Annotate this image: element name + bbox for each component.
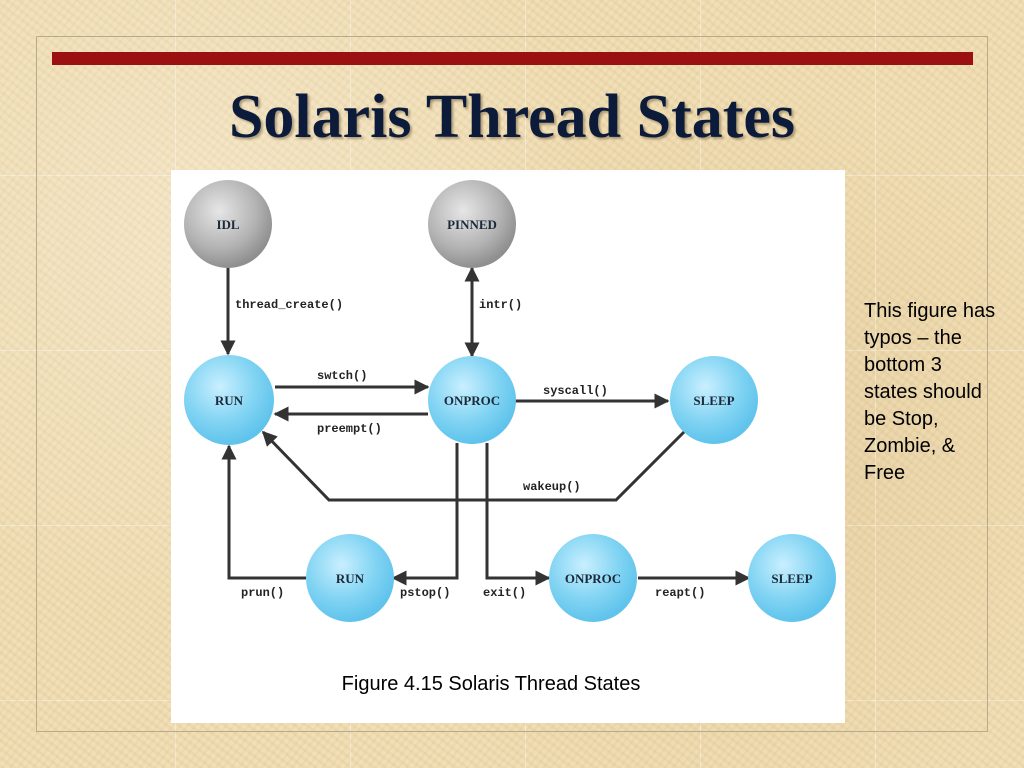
state-label: RUN	[215, 393, 244, 408]
state-pinned: PINNED	[428, 180, 516, 268]
figure-caption: Figure 4.15 Solaris Thread States	[341, 673, 641, 695]
state-label: RUN	[336, 571, 365, 586]
state-label: SLEEP	[693, 393, 734, 408]
slide-title: Solaris Thread States	[228, 83, 796, 151]
edge-pstop	[391, 443, 459, 586]
state-run: RUN	[184, 355, 274, 445]
label-wakeup: wakeup()	[523, 480, 581, 494]
texture-line	[875, 0, 876, 768]
state-diagram: IDL PINNED RUN ONPROC SLEEP RUN ONPROC	[184, 180, 836, 622]
label-swtch: swtch()	[317, 369, 367, 383]
label-prun: prun()	[241, 586, 284, 600]
label-intr: intr()	[479, 298, 522, 312]
label-preempt: preempt()	[317, 422, 382, 436]
state-label: ONPROC	[565, 571, 621, 586]
edge-exit	[485, 443, 551, 586]
state-label: PINNED	[447, 217, 497, 232]
state-run-bottom: RUN	[306, 534, 394, 622]
edge-prun	[221, 444, 306, 580]
figure-panel: IDL PINNED RUN ONPROC SLEEP RUN ONPROC	[171, 170, 845, 723]
state-sleep-bottom: SLEEP	[748, 534, 836, 622]
state-sleep: SLEEP	[670, 356, 758, 444]
title-accent-bar	[52, 52, 973, 65]
state-label: IDL	[216, 217, 239, 232]
side-note: This figure has typos – the bottom 3 sta…	[864, 300, 996, 484]
label-exit: exit()	[483, 586, 526, 600]
label-pstop: pstop()	[400, 586, 450, 600]
state-onproc: ONPROC	[428, 356, 516, 444]
edge-wakeup	[261, 428, 688, 502]
state-idl: IDL	[184, 180, 272, 268]
slide-frame	[36, 36, 988, 732]
state-onproc-bottom: ONPROC	[549, 534, 637, 622]
label-reapt: reapt()	[655, 586, 705, 600]
state-label: ONPROC	[444, 393, 500, 408]
state-label: SLEEP	[771, 571, 812, 586]
label-syscall: syscall()	[543, 384, 608, 398]
label-thread-create: thread_create()	[235, 298, 343, 312]
